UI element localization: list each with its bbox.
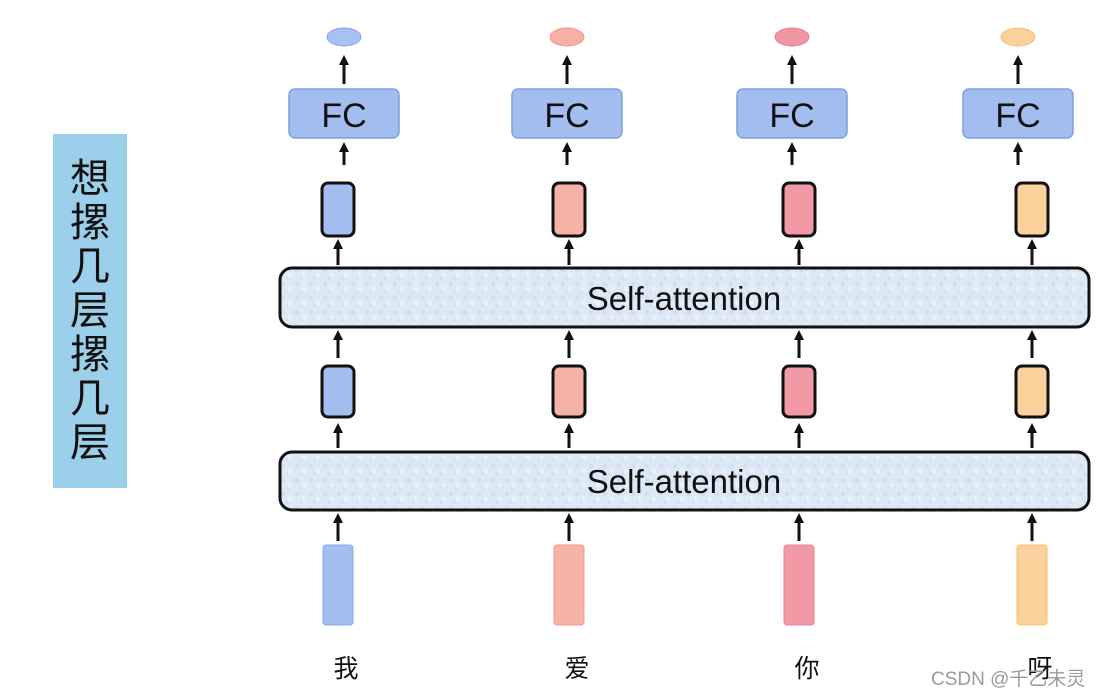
fc-layer [736, 88, 848, 139]
output-token [549, 27, 585, 47]
watermark: CSDN @千乙未灵 [931, 668, 1085, 690]
self-attention-label: Self-attention [587, 463, 781, 500]
output-token [774, 27, 810, 47]
side-label: 想 摞 几 层 摞 几 层 [53, 134, 127, 488]
side-label-char: 摞 [70, 200, 110, 246]
fc-layer [511, 88, 623, 139]
side-label-char: 几 [70, 376, 110, 422]
token-label: 我 [333, 654, 358, 683]
self-attention-layer-top: Self-attention [278, 266, 1091, 329]
input-embedding [553, 544, 585, 626]
hidden-vector [551, 364, 587, 419]
self-attention-layer-bottom: Self-attention [278, 450, 1091, 512]
token-label: 呀 [1027, 654, 1052, 683]
hidden-vector [1014, 364, 1050, 419]
token-label: 你 [794, 654, 819, 683]
token-column: 呀 FC [962, 27, 1074, 683]
input-embedding [322, 544, 354, 626]
input-embedding [1016, 544, 1048, 626]
side-label-char: 想 [70, 156, 110, 202]
token-label: 爱 [564, 654, 589, 683]
side-label-char: 摞 [70, 332, 110, 378]
fc-layer [962, 88, 1074, 139]
fc-label: FC [321, 97, 366, 135]
hidden-vector [1014, 181, 1050, 238]
output-token [326, 27, 362, 47]
token-column: 你 FC [736, 27, 848, 683]
token-columns: 我 FC 爱 FC 你 FC 呀 FC [288, 27, 1074, 683]
token-column: 我 FC [288, 27, 400, 683]
fc-label: FC [769, 97, 814, 135]
hidden-vector [781, 364, 817, 419]
hidden-vector [320, 181, 356, 238]
hidden-vector [320, 364, 356, 419]
token-column: 爱 FC [511, 27, 623, 683]
side-label-char: 层 [70, 420, 110, 466]
self-attention-label: Self-attention [587, 280, 781, 317]
fc-label: FC [995, 97, 1040, 135]
fc-layer [288, 88, 400, 139]
output-token [1000, 27, 1036, 47]
side-label-char: 几 [70, 244, 110, 290]
fc-label: FC [544, 97, 589, 135]
hidden-vector [551, 181, 587, 238]
input-embedding [783, 544, 815, 626]
side-label-char: 层 [70, 288, 110, 334]
hidden-vector [781, 181, 817, 238]
